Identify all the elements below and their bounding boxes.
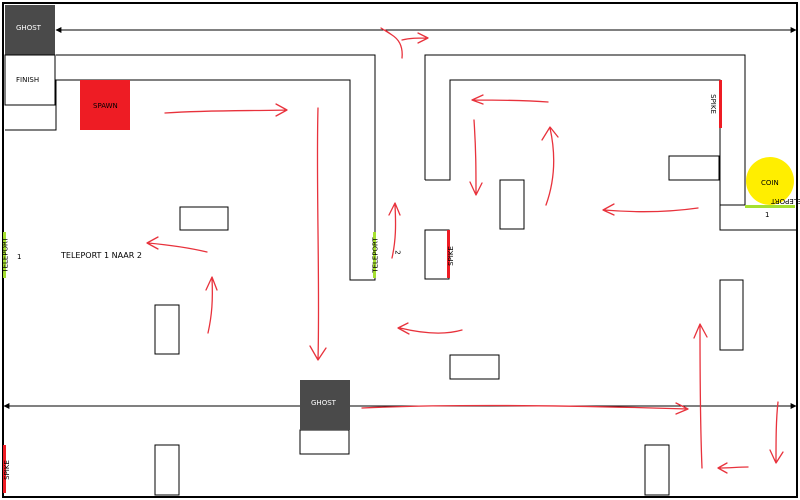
- teleport-mid-marker: [373, 232, 376, 278]
- wall-upper-right-outer: [424, 54, 746, 205]
- wall-upper-left: [5, 54, 376, 281]
- spike-top-right-label: SPIKE: [708, 94, 717, 114]
- block-b: [154, 304, 180, 355]
- block-a: [179, 206, 229, 231]
- path-arrows: [146, 27, 784, 474]
- arrow-up-left: [205, 276, 218, 334]
- teleport-right-marker: [745, 205, 795, 208]
- ghost-tile-top: [5, 5, 55, 55]
- finish-tile: [4, 54, 56, 106]
- teleport-left-marker: [3, 232, 6, 278]
- arrow-down-mid-right: [469, 119, 483, 196]
- walls: [5, 54, 797, 496]
- spike-bottom-left-label: SPIKE: [2, 460, 11, 480]
- block-f: [719, 279, 744, 351]
- arrow-down-long: [309, 107, 327, 361]
- spike-bottom-left-marker: [3, 445, 6, 493]
- teleport-left-label: TELEPORT: [1, 237, 10, 273]
- teleport-mid-number: 2: [393, 250, 402, 255]
- arrow-left-bottom-right: [717, 462, 749, 474]
- block-d: [499, 179, 525, 230]
- spawn-label: SPAWN: [93, 102, 118, 110]
- ghost-top-label: GHOST: [16, 24, 41, 32]
- arrow-up-right-col: [693, 323, 708, 469]
- spawn-tile: [80, 80, 130, 130]
- arrow-left-top-right: [471, 94, 549, 105]
- teleport-note: TELEPORT 1 NAAR 2: [61, 251, 142, 260]
- ghost-bottom-label: GHOST: [311, 399, 336, 407]
- spike-mid-label: SPIKE: [446, 246, 455, 266]
- arrow-up-d-block: [541, 126, 559, 206]
- teleport-right-label: TELEPORT: [771, 197, 800, 205]
- spike-mid-marker: [447, 230, 450, 278]
- finish-label: FINISH: [16, 76, 40, 84]
- arrow-left-coin: [602, 203, 699, 216]
- spike-top-right-marker: [719, 80, 722, 128]
- block-g: [449, 354, 500, 380]
- arrow-spawn-right: [164, 103, 288, 117]
- block-h: [299, 429, 350, 455]
- arrow-left-mid: [397, 322, 463, 335]
- wall-upper-right: [425, 79, 745, 206]
- arrow-top-split: [380, 27, 429, 59]
- teleport-left-number: 1: [17, 253, 22, 261]
- teleport-right-number: 1: [765, 211, 770, 219]
- arrow-left-teleport-note: [146, 236, 208, 253]
- teleport-mid-label: TELEPORT: [371, 237, 380, 273]
- arrow-down-far-right: [769, 401, 784, 464]
- block-i: [154, 444, 180, 496]
- coin: [746, 157, 794, 205]
- wall-right-ledge: [719, 205, 797, 231]
- block-e: [668, 155, 720, 181]
- block-j: [644, 444, 670, 496]
- ghost-tile-bottom: [300, 380, 350, 430]
- arrow-up-teleport2: [388, 202, 401, 259]
- coin-label: COIN: [761, 179, 779, 187]
- block-c: [424, 229, 450, 280]
- arrow-bottom-right: [361, 402, 689, 415]
